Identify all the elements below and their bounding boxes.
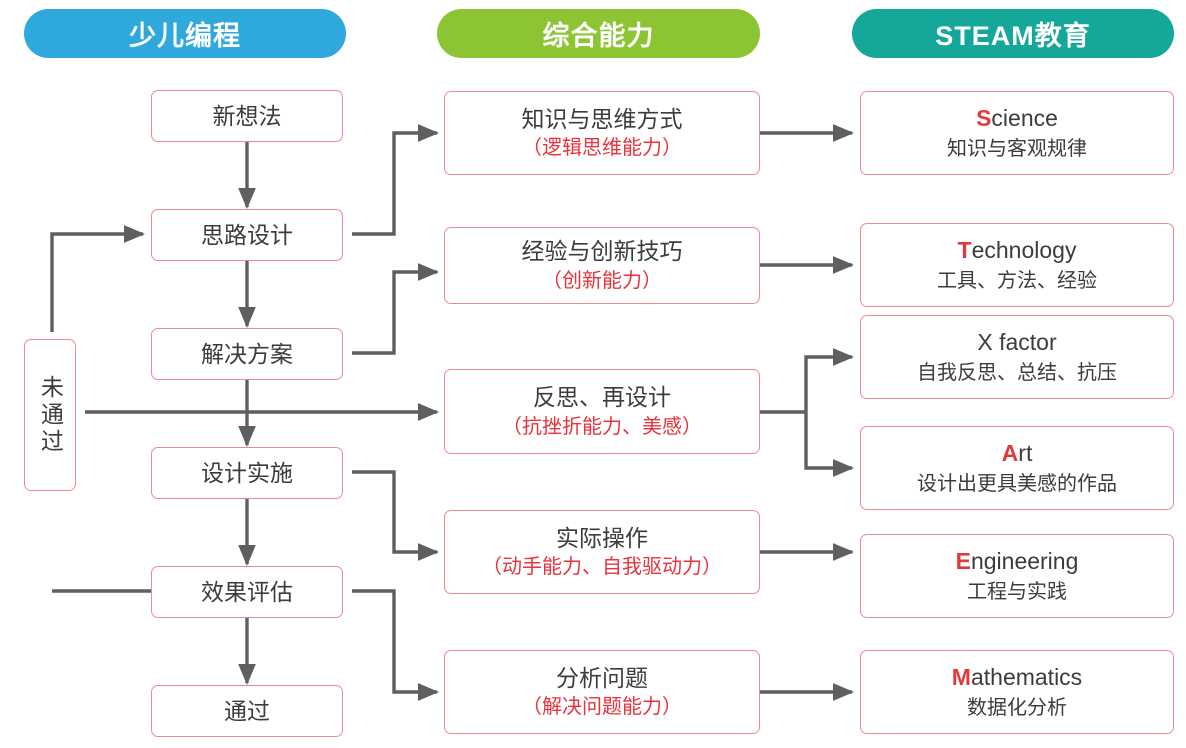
flow-card-passed[interactable]: 通过	[151, 685, 343, 737]
steam-mathematics-subtitle: 数据化分析	[967, 696, 1067, 719]
ability-reflect-redesign-title: 反思、再设计	[533, 384, 671, 411]
flow-card-design-implementation-label: 设计实施	[201, 459, 293, 486]
header-comprehensive-ability[interactable]: 综合能力	[437, 9, 760, 58]
ability-hands-on-note: （动手能力、自我驱动力）	[482, 556, 722, 579]
steam-mathematics-cap: M	[951, 664, 971, 691]
steam-card-mathematics[interactable]: Mathematics 数据化分析	[860, 650, 1174, 734]
ability-card-reflect-redesign[interactable]: 反思、再设计 （抗挫折能力、美感）	[444, 369, 760, 454]
header-comprehensive-ability-label: 综合能力	[542, 21, 655, 51]
steam-card-technology[interactable]: Technology 工具、方法、经验	[860, 223, 1174, 307]
steam-technology-rest: echnology	[971, 237, 1077, 264]
wire-reflect-to-xfactor	[804, 348, 855, 412]
ability-experience-innovation-title: 经验与创新技巧	[521, 238, 683, 265]
wire-solution-to-experience	[352, 263, 440, 355]
ability-reflect-redesign-note: （抗挫折能力、美感）	[502, 415, 702, 438]
flow-card-new-idea-label: 新想法	[212, 102, 282, 129]
ability-card-analyze-problem[interactable]: 分析问题 （解决问题能力）	[444, 650, 760, 734]
wire-ideadesign-to-knowledge	[352, 124, 440, 236]
steam-card-x-factor[interactable]: X factor 自我反思、总结、抗压	[860, 315, 1174, 399]
steam-engineering-subtitle: 工程与实践	[967, 580, 1067, 603]
steam-x-factor-title: X factor	[977, 328, 1056, 357]
header-steam-education[interactable]: STEAM教育	[852, 9, 1174, 58]
wire-evaluation-to-analyze	[352, 589, 440, 701]
steam-card-art[interactable]: Art 设计出更具美感的作品	[860, 426, 1174, 510]
steam-technology-title: Technology	[958, 236, 1077, 265]
steam-technology-subtitle: 工具、方法、经验	[937, 269, 1097, 292]
ability-experience-innovation-note: （创新能力）	[542, 269, 662, 292]
steam-x-factor-rest: X factor	[977, 329, 1057, 356]
flow-card-not-passed-label: 未通过	[37, 374, 64, 456]
ability-knowledge-thinking-note: （逻辑思维能力）	[522, 137, 682, 160]
flow-card-effect-evaluation[interactable]: 效果评估	[151, 566, 343, 618]
header-steam-education-label: STEAM教育	[935, 21, 1091, 51]
steam-science-cap: S	[976, 105, 992, 132]
steam-science-subtitle: 知识与客观规律	[947, 137, 1087, 160]
flow-card-idea-design-label: 思路设计	[201, 221, 293, 248]
ability-card-experience-innovation[interactable]: 经验与创新技巧 （创新能力）	[444, 227, 760, 304]
header-kids-coding[interactable]: 少儿编程	[24, 9, 346, 58]
steam-technology-cap: T	[957, 237, 972, 264]
steam-card-engineering[interactable]: Engineering 工程与实践	[860, 534, 1174, 618]
steam-art-title: Art	[1002, 439, 1033, 468]
steam-engineering-cap: E	[955, 548, 971, 575]
flow-card-design-implementation[interactable]: 设计实施	[151, 447, 343, 499]
steam-mathematics-rest: athematics	[970, 664, 1083, 691]
steam-engineering-rest: ngineering	[970, 548, 1079, 575]
steam-science-title: Science	[976, 104, 1058, 133]
flow-card-solution-label: 解决方案	[201, 340, 293, 367]
steam-art-cap: A	[1001, 440, 1019, 467]
steam-art-subtitle: 设计出更具美感的作品	[917, 472, 1117, 495]
flow-card-idea-design[interactable]: 思路设计	[151, 209, 343, 261]
ability-knowledge-thinking-title: 知识与思维方式	[521, 105, 683, 132]
steam-x-factor-subtitle: 自我反思、总结、抗压	[917, 361, 1117, 384]
steam-engineering-title: Engineering	[956, 547, 1079, 576]
steam-mathematics-title: Mathematics	[952, 663, 1082, 692]
steam-art-rest: rt	[1018, 440, 1033, 467]
flow-card-passed-label: 通过	[224, 697, 270, 724]
flow-card-not-passed[interactable]: 未通过	[24, 339, 76, 491]
steam-card-science[interactable]: Science 知识与客观规律	[860, 91, 1174, 175]
wire-reflect-to-art	[804, 412, 855, 477]
flow-card-effect-evaluation-label: 效果评估	[201, 578, 293, 605]
ability-analyze-problem-note: （解决问题能力）	[522, 696, 682, 719]
header-kids-coding-label: 少儿编程	[129, 21, 241, 51]
ability-card-hands-on[interactable]: 实际操作 （动手能力、自我驱动力）	[444, 510, 760, 594]
wire-designimpl-to-handson	[352, 470, 440, 561]
flow-card-solution[interactable]: 解决方案	[151, 328, 343, 380]
wire-notpassed-to-ideadesign	[50, 225, 146, 332]
flow-card-new-idea[interactable]: 新想法	[151, 90, 343, 142]
ability-hands-on-title: 实际操作	[556, 524, 648, 551]
ability-card-knowledge-thinking[interactable]: 知识与思维方式 （逻辑思维能力）	[444, 91, 760, 175]
steam-science-rest: cience	[991, 105, 1058, 132]
ability-analyze-problem-title: 分析问题	[556, 664, 648, 691]
